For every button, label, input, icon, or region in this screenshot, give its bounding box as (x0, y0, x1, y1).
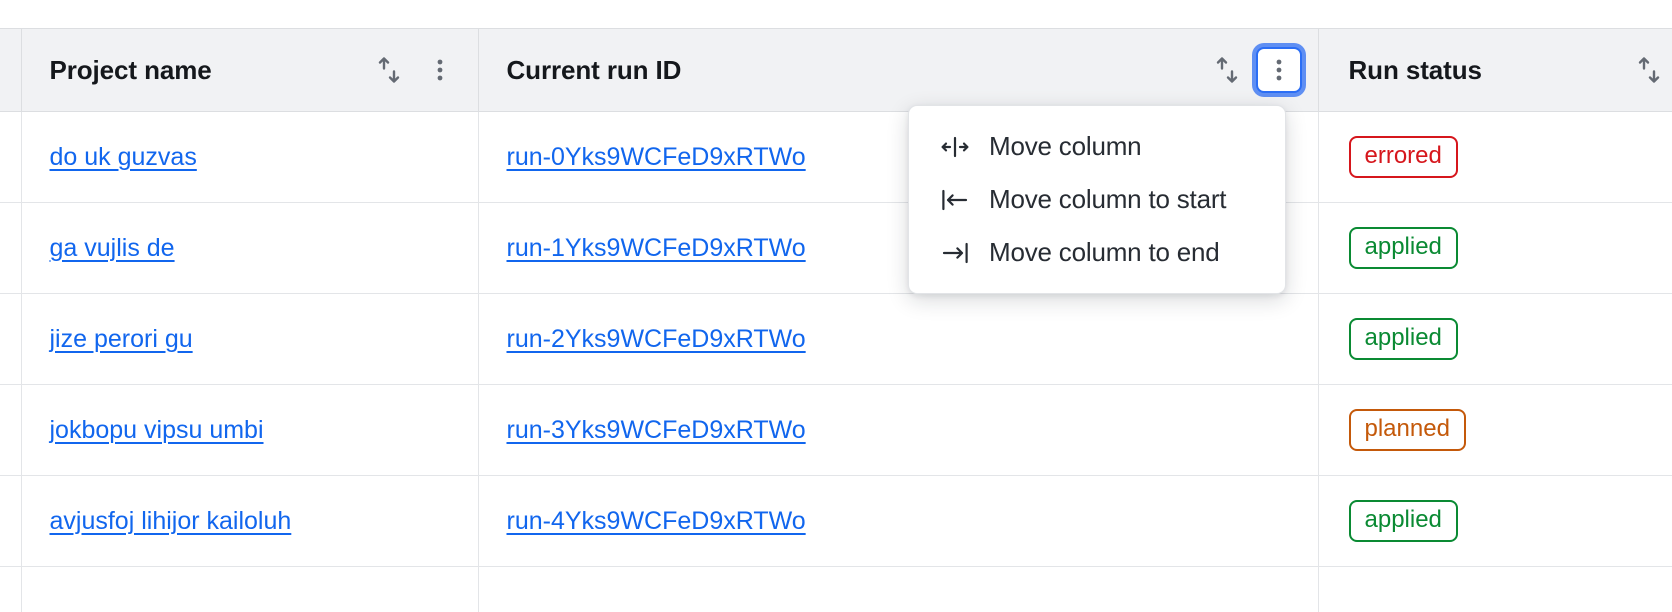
header-cell-select (0, 28, 22, 112)
menu-item-label: Move column (989, 131, 1142, 161)
current-run-id-link[interactable]: run-0Yks9WCFeD9xRTWo (506, 142, 806, 171)
more-options-icon-current-run-id[interactable] (1255, 47, 1302, 93)
move-column-to-start-icon (941, 186, 969, 214)
header-cell-run-status[interactable]: Run status (1318, 28, 1672, 112)
cell-current-run-id: run-4Yks9WCFeD9xRTWo (478, 475, 1319, 567)
menu-item-label: Move column to start (989, 184, 1227, 214)
sort-arrows-icon-project-name[interactable] (368, 48, 412, 92)
cell-run-status: applied (1318, 293, 1672, 385)
cell-partial (21, 566, 479, 612)
column-options-menu: Move column Move column to start Move co… (908, 105, 1286, 294)
row-select-cell[interactable] (0, 293, 22, 385)
cell-partial (1318, 566, 1672, 612)
cell-project-name: jize perori gu (21, 293, 479, 385)
current-run-id-link[interactable]: run-3Yks9WCFeD9xRTWo (506, 415, 806, 444)
cell-run-status: applied (1318, 475, 1672, 567)
project-name-link[interactable]: ga vujlis de (49, 233, 175, 262)
header-actions-run-status (1628, 48, 1672, 92)
column-title-current-run-id: Current run ID (506, 54, 682, 85)
table-row-partial (0, 566, 1672, 612)
cell-run-status: planned (1318, 384, 1672, 476)
header-row: Project name (0, 28, 1672, 112)
table-row: ga vujlis de run-1Yks9WCFeD9xRTWo applied (0, 202, 1672, 294)
cell-project-name: jokbopu vipsu umbi (21, 384, 479, 476)
row-select-cell[interactable] (0, 384, 22, 476)
current-run-id-link[interactable]: run-1Yks9WCFeD9xRTWo (506, 233, 806, 262)
sort-arrows-icon-run-status[interactable] (1628, 48, 1672, 92)
runs-table: Project name (0, 28, 1672, 612)
table-body: do uk guzvas run-0Yks9WCFeD9xRTWo errored g… (0, 111, 1672, 612)
menu-item-label: Move column to end (989, 237, 1220, 267)
cell-current-run-id: run-2Yks9WCFeD9xRTWo (478, 293, 1319, 385)
column-title-project-name: Project name (49, 54, 212, 85)
menu-item-move-column[interactable]: Move column (909, 120, 1285, 173)
menu-item-move-column-to-end[interactable]: Move column to end (909, 226, 1285, 279)
table-row: do uk guzvas run-0Yks9WCFeD9xRTWo errored (0, 111, 1672, 203)
row-select-cell[interactable] (0, 111, 22, 203)
table-row: jize perori gu run-2Yks9WCFeD9xRTWo applie… (0, 293, 1672, 385)
project-name-link[interactable]: jize perori gu (49, 324, 193, 353)
cell-project-name: ga vujlis de (21, 202, 479, 294)
cell-current-run-id: run-3Yks9WCFeD9xRTWo (478, 384, 1319, 476)
status-badge: applied (1348, 227, 1458, 269)
header-actions-project-name (368, 48, 462, 92)
project-name-link[interactable]: avjusfoj lihijor kailoluh (49, 506, 292, 535)
header-cell-project-name[interactable]: Project name (21, 28, 479, 112)
cell-project-name: avjusfoj lihijor kailoluh (21, 475, 479, 567)
column-title-run-status: Run status (1348, 54, 1482, 85)
row-select-cell[interactable] (0, 202, 22, 294)
cell-run-status: applied (1318, 202, 1672, 294)
project-name-link[interactable]: do uk guzvas (49, 142, 197, 171)
table-row: jokbopu vipsu umbi run-3Yks9WCFeD9xRTWo pl… (0, 384, 1672, 476)
status-badge: applied (1348, 500, 1458, 542)
current-run-id-link[interactable]: run-2Yks9WCFeD9xRTWo (506, 324, 806, 353)
cell-project-name: do uk guzvas (21, 111, 479, 203)
table-row: avjusfoj lihijor kailoluh run-4Yks9WCFeD9… (0, 475, 1672, 567)
menu-item-move-column-to-start[interactable]: Move column to start (909, 173, 1285, 226)
cell-run-status: errored (1318, 111, 1672, 203)
table-header: Project name (0, 28, 1672, 112)
move-column-to-end-icon (941, 239, 969, 267)
status-badge: errored (1348, 136, 1458, 178)
more-options-icon-project-name[interactable] (418, 48, 462, 92)
header-actions-current-run-id (1206, 47, 1302, 93)
current-run-id-link[interactable]: run-4Yks9WCFeD9xRTWo (506, 506, 806, 535)
status-badge: applied (1348, 318, 1458, 360)
runs-table-container: Project name (0, 28, 1672, 612)
header-cell-current-run-id[interactable]: Current run ID (478, 28, 1319, 112)
row-select-cell[interactable] (0, 475, 22, 567)
cell-partial (478, 566, 1319, 612)
move-column-icon (941, 133, 969, 161)
status-badge: planned (1348, 409, 1466, 451)
sort-arrows-icon-current-run-id[interactable] (1206, 48, 1250, 92)
project-name-link[interactable]: jokbopu vipsu umbi (49, 415, 264, 444)
cell-partial (0, 566, 22, 612)
